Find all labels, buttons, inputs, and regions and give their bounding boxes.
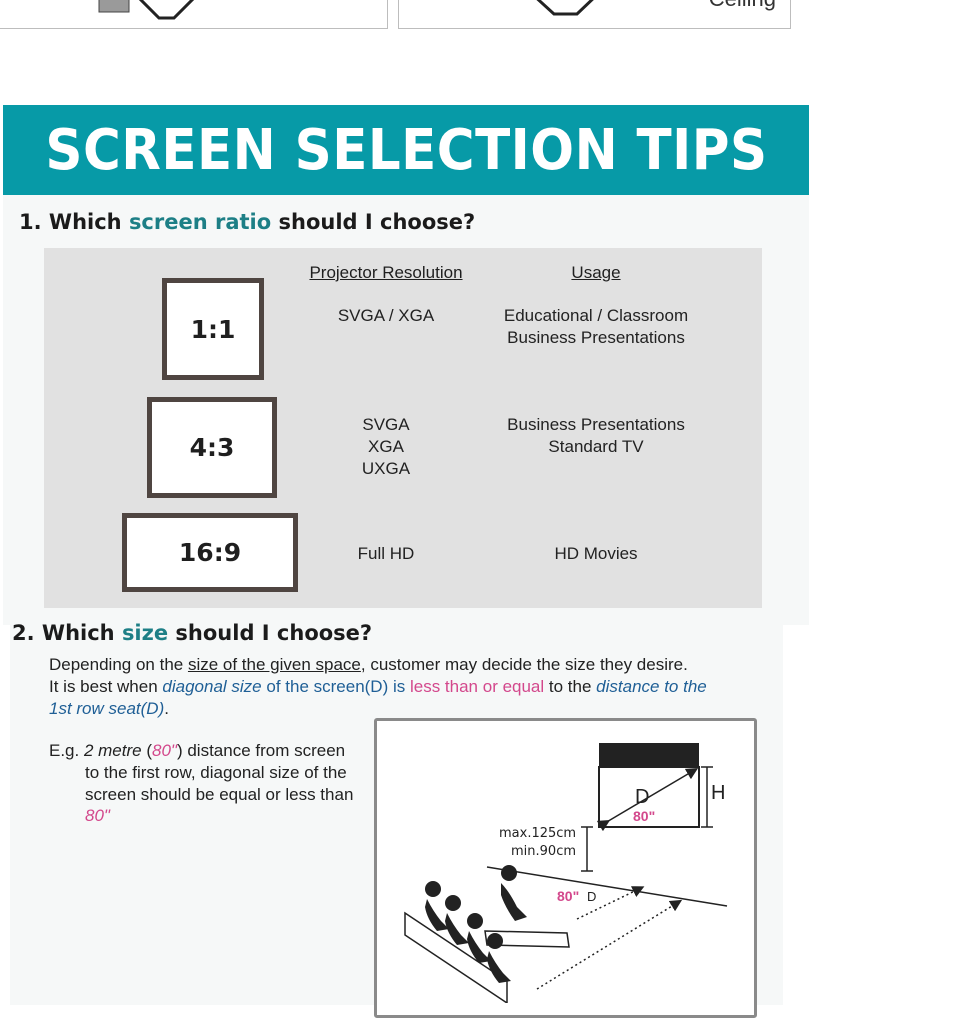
size-paragraph-line-2: It is best when diagonal size of the scr… [49,677,707,696]
floor-line [486,866,728,907]
usage-row-2: Business Presentations Standard TV [507,415,685,456]
resolution-row-2: SVGA XGA UXGA [361,415,411,478]
size-paragraph-line-3: 1st row seat(D). [49,699,169,718]
example-line-3: screen should be equal or less than [85,785,354,804]
example-line-1: E.g. 2 metre (80") distance from screen [49,741,346,760]
top-card-right: Ceiling [398,0,791,29]
ratio-16-9-box: 16:9 [122,513,298,592]
header-usage: Usage [571,263,621,282]
diagram-svg: D H 80" max.125cm min.90cm 80" D [404,743,728,1003]
example-line-4: 80" [85,806,110,825]
example-line-2: to the first row, diagonal size of the [85,763,347,782]
ratio-4-3-box: 4:3 [147,397,277,498]
label-80-distance: 80" [557,888,579,904]
usage-row-3: HD Movies [554,544,638,563]
label-80-screen: 80" [633,808,655,824]
resolution-row-3: Full HD [357,544,415,563]
seating-rows [404,865,570,1003]
distance-line-first-row [576,886,645,920]
distance-line-back-row [536,899,683,990]
ceiling-label: Ceiling [709,0,776,12]
label-min-height: min.90cm [511,844,576,859]
label-max-height: max.125cm [499,826,576,841]
label-d: D [635,786,649,808]
size-paragraph-line-1: Depending on the size of the given space… [49,655,688,674]
projection-screen [596,743,700,832]
banner-title: SCREEN SELECTION TIPS [44,117,768,183]
usage-row-1: Educational / Classroom Business Present… [503,306,689,347]
viewing-distance-diagram: D H 80" max.125cm min.90cm 80" D [374,718,757,1018]
table-mount-illustration [98,0,195,20]
label-h: H [711,782,725,804]
label-distance-d: D [587,889,596,904]
header-projector-resolution: Projector Resolution [309,263,463,282]
question-2-title: 2. Which size should I choose? [12,621,373,645]
ratio-1-1-box: 1:1 [162,278,264,380]
mount-height-arrow [581,826,593,872]
height-dimension-arrow [701,766,713,828]
section-banner: SCREEN SELECTION TIPS [3,105,809,195]
top-card-left [0,0,388,29]
resolution-row-1: SVGA / XGA [337,306,435,325]
ceiling-mount-illustration [536,0,594,16]
question-1-title: 1. Which screen ratio should I choose? [19,210,476,234]
